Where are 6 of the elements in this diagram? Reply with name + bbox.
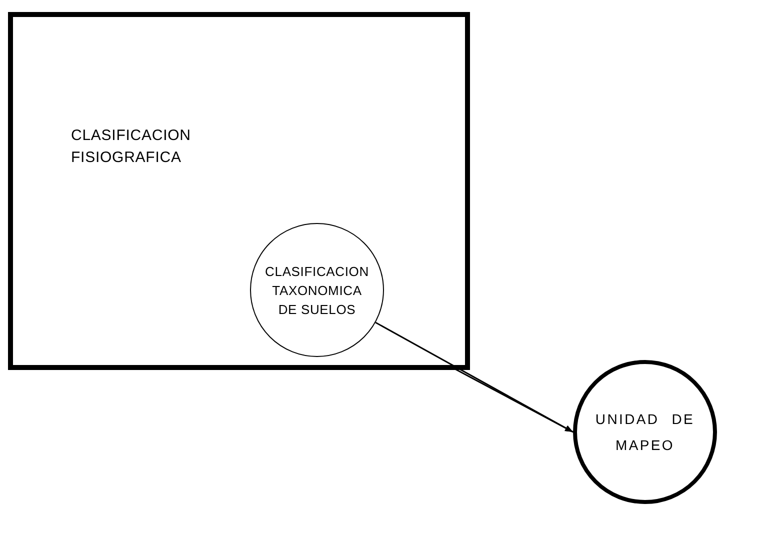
node-label: CLASIFICACION TAXONOMICA DE SUELOS	[265, 262, 369, 318]
arrow	[454, 368, 574, 433]
arrow	[375, 322, 574, 433]
node-label: CLASIFICACION FISIOGRAFICA	[71, 127, 191, 166]
rectangle-frame	[8, 12, 470, 370]
node-label: UNIDAD DE MAPEO	[594, 410, 696, 455]
